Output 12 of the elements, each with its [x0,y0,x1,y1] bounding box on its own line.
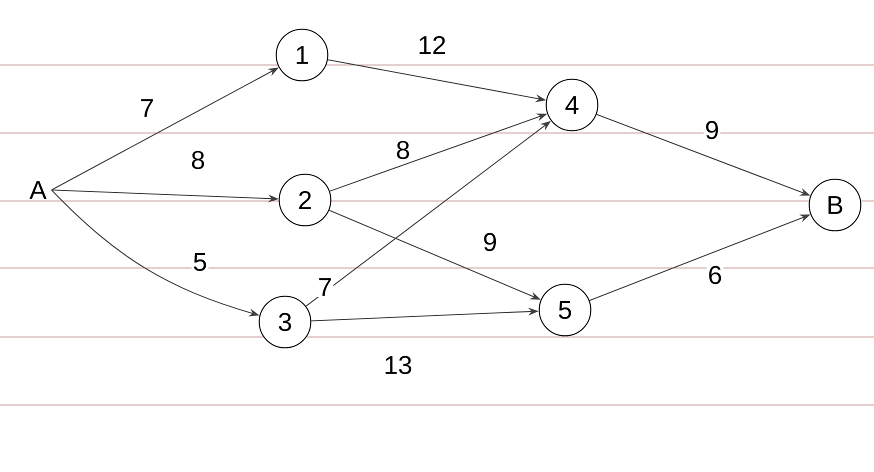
edge-label: 7 [138,98,156,118]
edge-label: 8 [190,150,206,170]
edge-label: 8 [394,140,412,160]
edge-label: 6 [706,264,724,286]
edge-label: 9 [704,120,720,140]
edge-label: 9 [482,232,498,252]
edge-label: 5 [192,252,208,272]
node-label: B [828,196,842,214]
edge-label: 13 [382,354,414,376]
node-label: A [29,181,47,199]
edge-label: 7 [316,276,334,298]
edge-label: 12 [416,34,448,56]
